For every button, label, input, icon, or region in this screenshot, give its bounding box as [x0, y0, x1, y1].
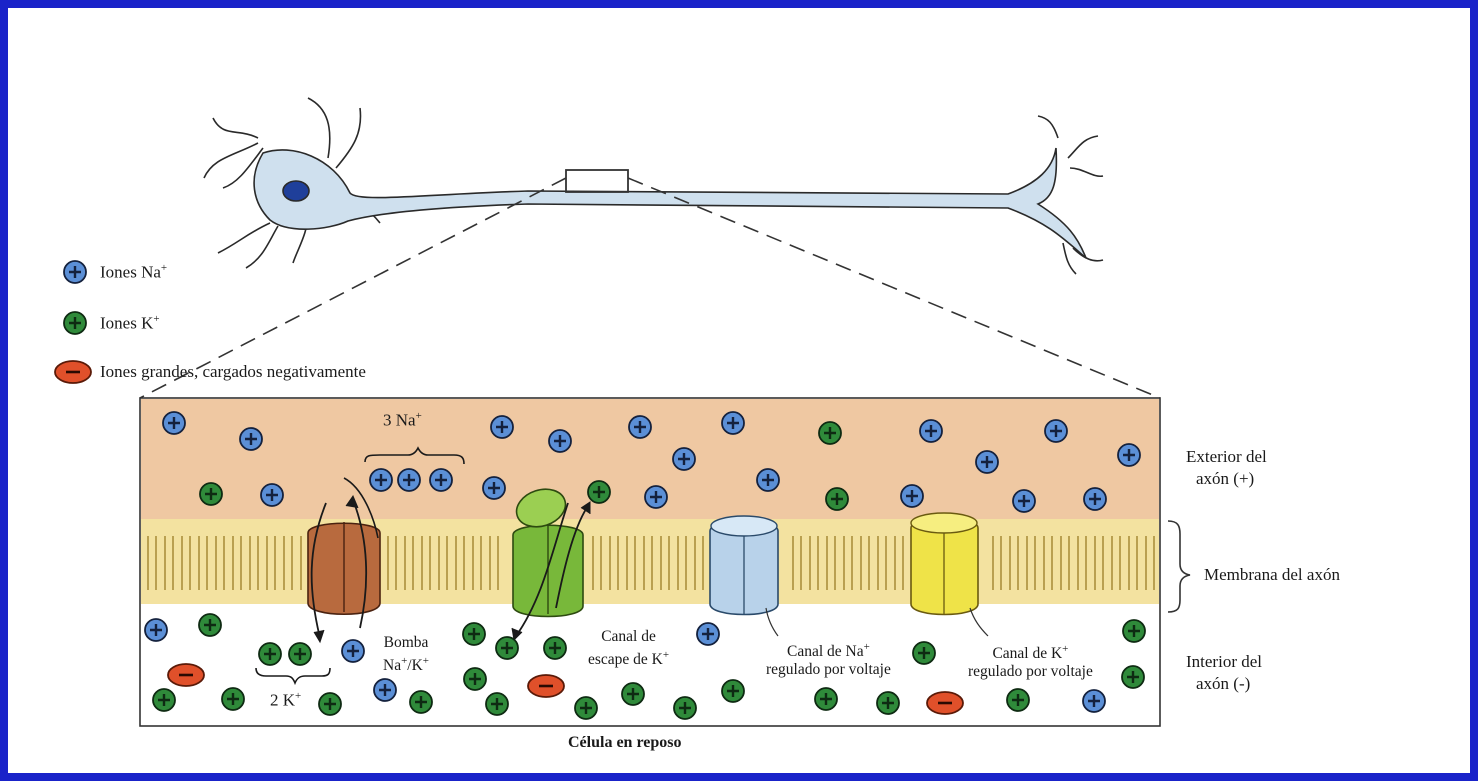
caption: Célula en reposo	[568, 734, 681, 752]
legend-na-label: Iones Na+	[100, 262, 167, 283]
pump-na-label: 3 Na+	[383, 410, 422, 431]
membrane-label: Membrana del axón	[1204, 564, 1340, 586]
k-channel-callout: Canal de K+regulado por voltaje	[968, 640, 1093, 681]
na-channel-callout: Canal de Na+regulado por voltaje	[766, 638, 891, 679]
anion-icon	[55, 361, 91, 383]
neuron-illustration	[204, 98, 1103, 274]
legend-anion-label: Iones grandes, cargados negativamente	[100, 362, 366, 382]
legend-k-label: Iones K+	[100, 313, 160, 334]
pump-k-label: 2 K+	[270, 690, 301, 711]
na-ion-icon	[64, 261, 86, 283]
diagram-frame: Iones Na+ Iones K+ Iones grandes, cargad…	[8, 8, 1470, 773]
k-ion-icon	[64, 312, 86, 334]
